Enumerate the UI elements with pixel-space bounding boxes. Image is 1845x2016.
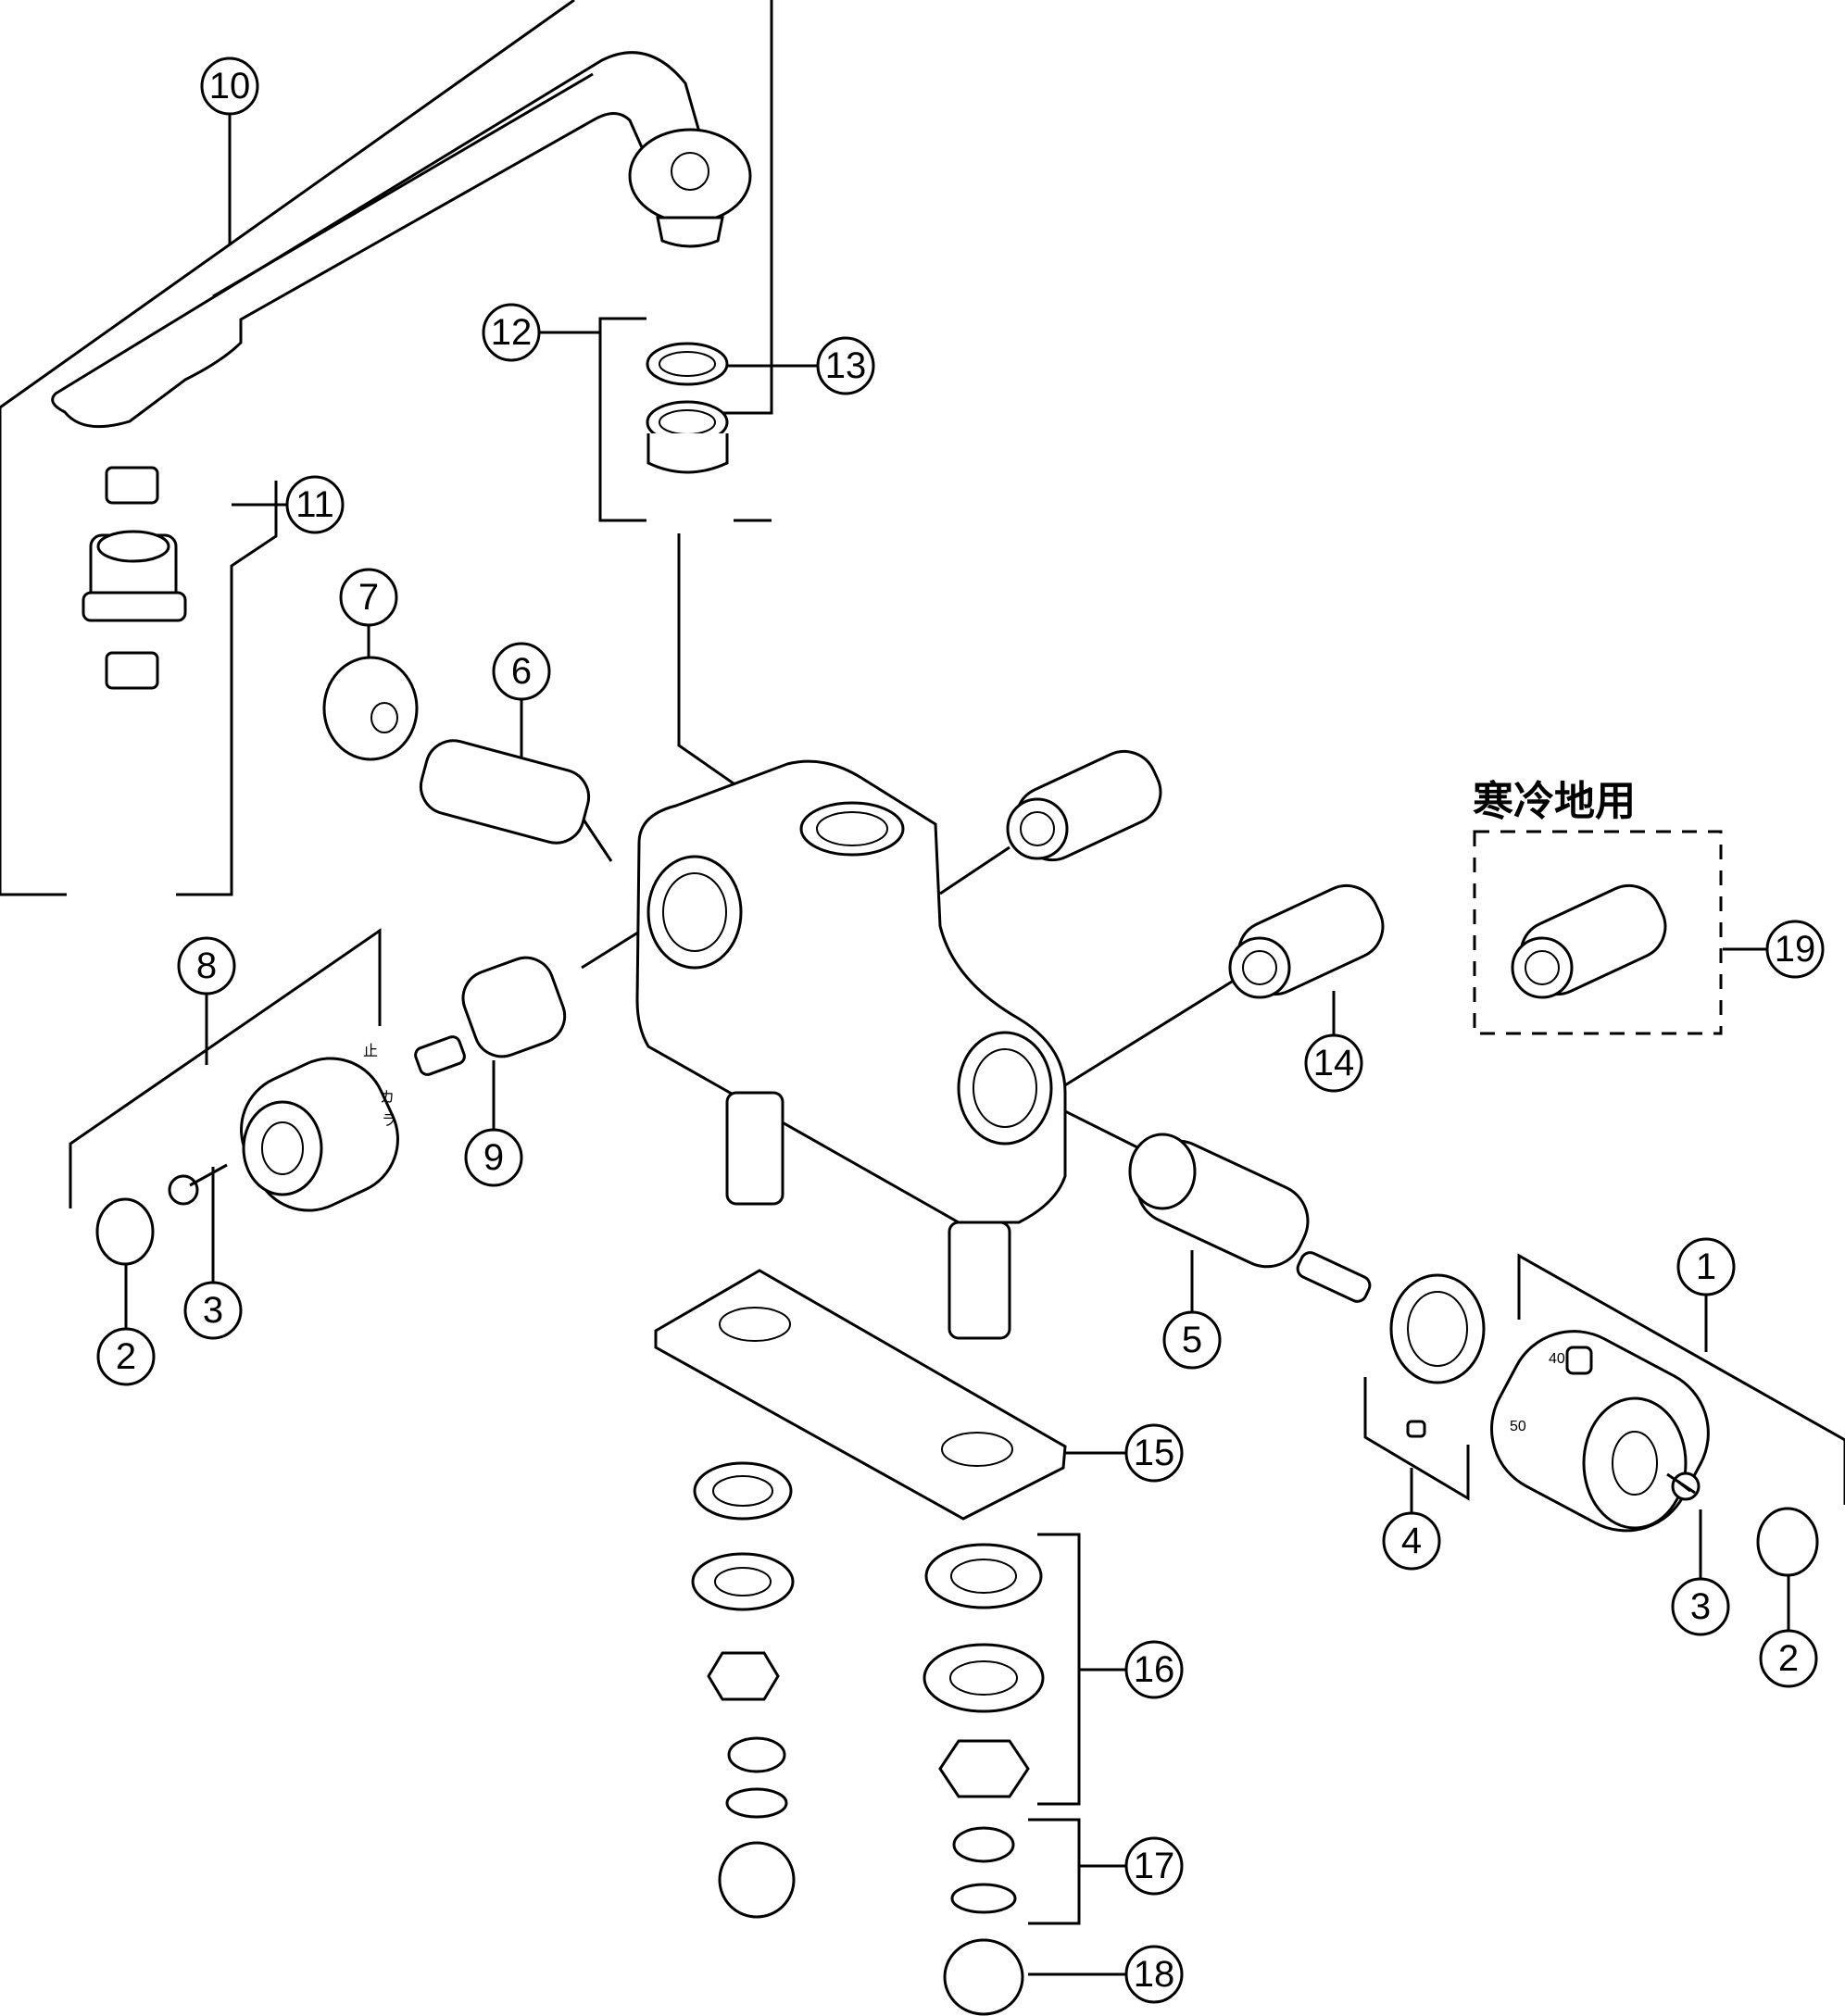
callout-12: 12 [482, 303, 541, 362]
spout-part [51, 51, 752, 429]
handle-mark-ka: カ [380, 1090, 395, 1106]
cartridge-6-7 [322, 656, 613, 862]
callout-2-right: 2 [1759, 1629, 1818, 1688]
faucet-body [635, 759, 1067, 1340]
callout-2-left: 2 [96, 1327, 156, 1386]
svg-text:2: 2 [116, 1336, 136, 1377]
svg-text:1: 1 [1696, 1246, 1716, 1287]
svg-text:16: 16 [1134, 1649, 1175, 1690]
callout-7: 7 [339, 568, 398, 627]
svg-text:3: 3 [203, 1290, 223, 1331]
handle-mark-stop: 止 [363, 1043, 378, 1059]
washer-stack-left [691, 1461, 796, 1919]
svg-text:6: 6 [511, 651, 532, 692]
bracket-8 [69, 928, 382, 1208]
callout-10: 10 [200, 56, 259, 116]
svg-text:3: 3 [1690, 1586, 1711, 1627]
bracket-16 [1037, 1533, 1081, 1806]
callout-19: 19 [1765, 920, 1825, 979]
leader-valve-14 [1060, 980, 1233, 1090]
callout-8: 8 [177, 936, 236, 995]
handle-right: 40 50 [1490, 1330, 1819, 1577]
svg-text:19: 19 [1775, 929, 1816, 970]
callout-4: 4 [1382, 1511, 1441, 1571]
cartridge-5 [1128, 1133, 1372, 1303]
svg-text:14: 14 [1313, 1043, 1355, 1083]
callout-3-left: 3 [183, 1281, 243, 1340]
bracket-1 [1517, 1253, 1845, 1505]
callout-9: 9 [464, 1128, 523, 1187]
dial-mark-50: 50 [1510, 1419, 1526, 1434]
callout-14: 14 [1304, 1033, 1363, 1093]
callout-6: 6 [492, 642, 551, 701]
ring-4 [1389, 1273, 1486, 1438]
dial-mark-40: 40 [1549, 1351, 1565, 1367]
svg-text:8: 8 [196, 945, 217, 986]
callout-11: 11 [285, 475, 345, 534]
svg-text:5: 5 [1182, 1320, 1202, 1360]
cold-region-label: 寒冷地用 [1473, 778, 1636, 825]
valve-14 [1006, 749, 1385, 999]
rings-12-13 [646, 342, 729, 474]
cold-region-box: 寒冷地用 [1473, 778, 1723, 1035]
bracket-4 [1363, 1377, 1470, 1501]
valve-9 [414, 956, 567, 1076]
svg-text:17: 17 [1134, 1846, 1175, 1886]
handle-mark-ra: ラ [382, 1113, 396, 1129]
base-plate [654, 1269, 1067, 1521]
callout-17: 17 [1124, 1836, 1184, 1896]
callout-18: 18 [1124, 1945, 1184, 2004]
bracket-10-left [0, 0, 575, 896]
bracket-17 [1028, 1818, 1081, 1925]
callout-15: 15 [1124, 1423, 1184, 1483]
svg-text:15: 15 [1134, 1433, 1175, 1473]
leader-valve-top [939, 845, 1010, 895]
handle-left: 止 カ ラ [95, 1043, 399, 1266]
callout-3-right: 3 [1671, 1577, 1730, 1636]
svg-text:7: 7 [358, 577, 379, 618]
strainer-part [82, 466, 187, 690]
svg-text:11: 11 [295, 484, 334, 525]
callout-1: 1 [1676, 1237, 1736, 1296]
bracket-12-left [598, 317, 646, 522]
callout-16: 16 [1124, 1640, 1184, 1699]
svg-text:9: 9 [483, 1137, 504, 1178]
svg-text:2: 2 [1778, 1638, 1799, 1679]
svg-text:13: 13 [825, 345, 867, 386]
svg-text:10: 10 [209, 66, 251, 106]
svg-text:18: 18 [1134, 1954, 1175, 1995]
bracket-11 [176, 481, 278, 896]
svg-text:12: 12 [491, 312, 533, 353]
washer-stack-right [922, 1543, 1045, 2016]
bracket-10-right [711, 0, 773, 415]
callout-13: 13 [816, 336, 875, 395]
svg-text:4: 4 [1401, 1521, 1422, 1561]
callout-5: 5 [1162, 1310, 1222, 1370]
